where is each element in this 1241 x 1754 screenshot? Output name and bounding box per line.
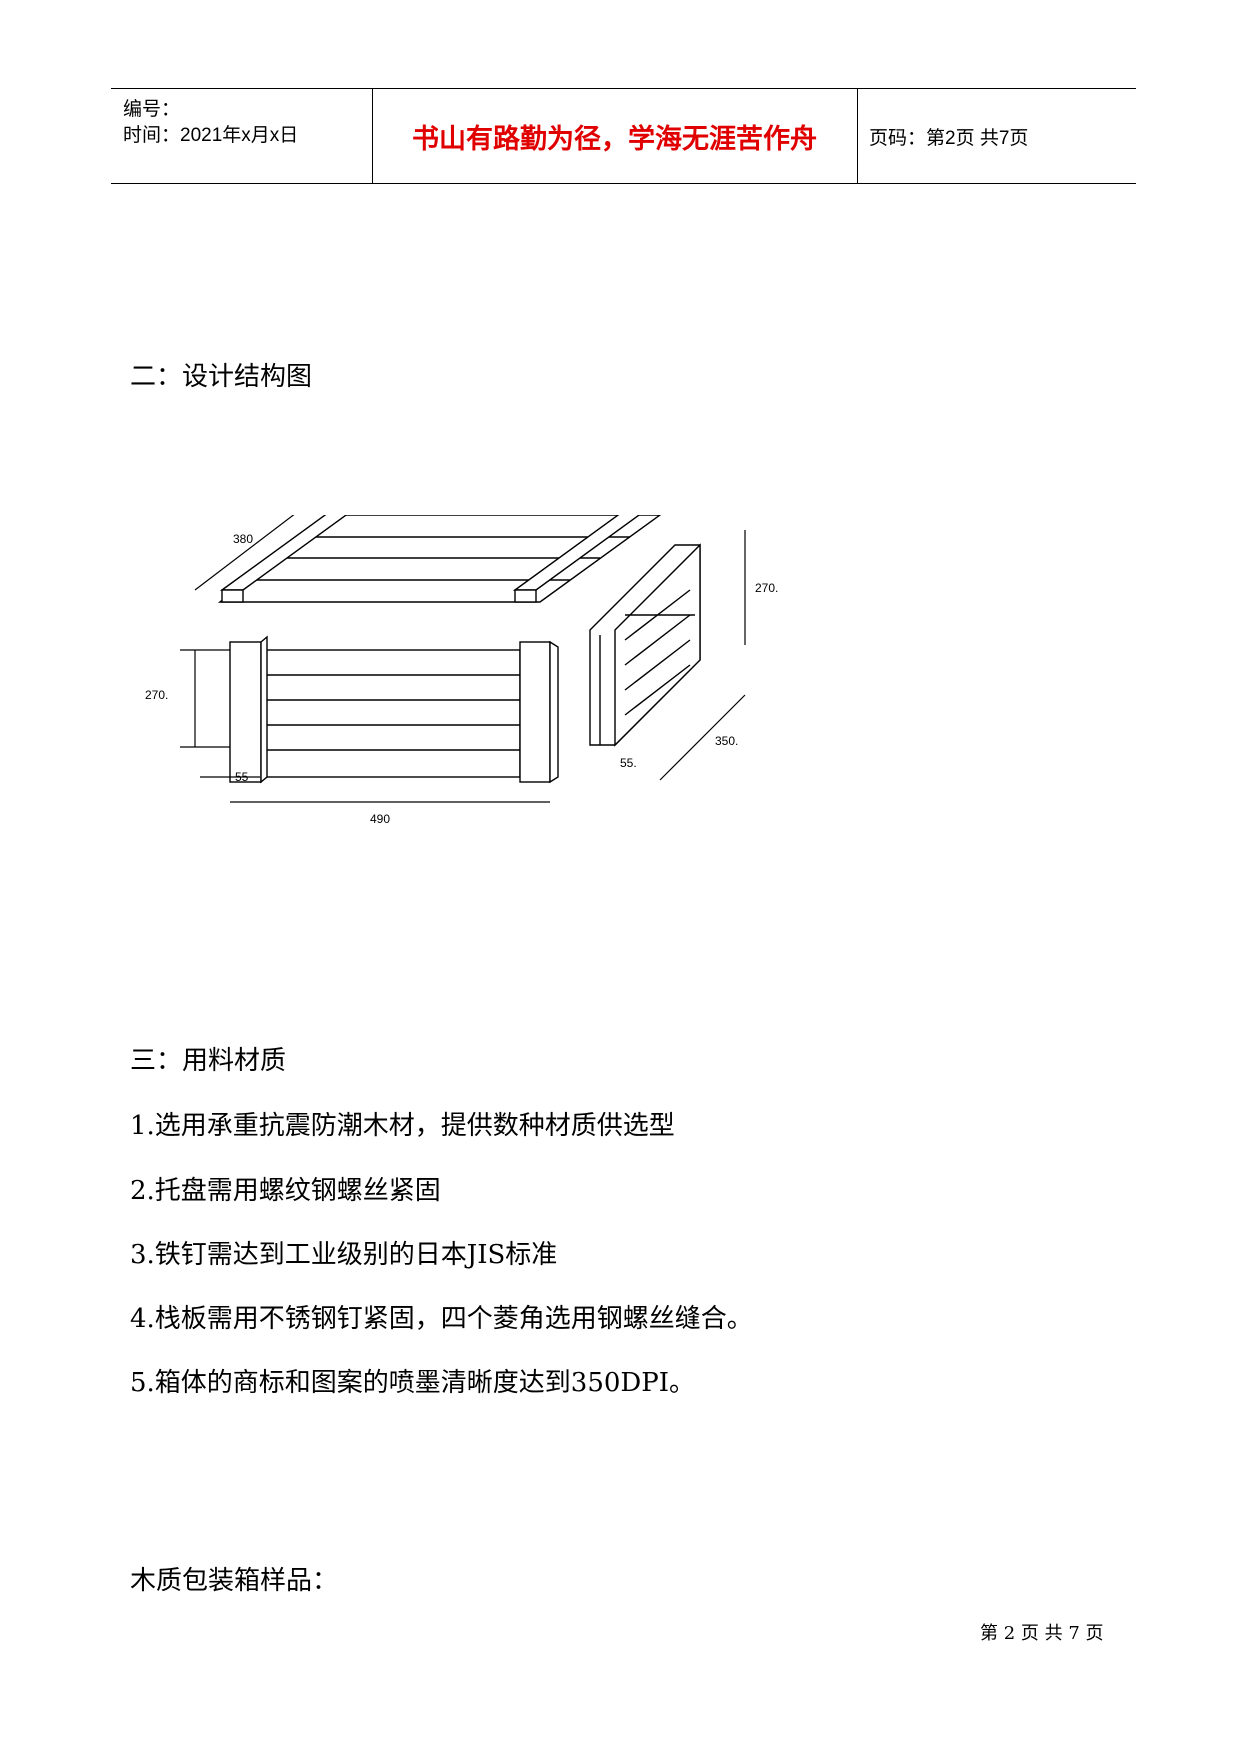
dimension-labels: 380 270. 490 55 270. 350. 55.: [145, 532, 778, 826]
front-panel-drawing: [229, 635, 559, 784]
dim-side-board: 55.: [620, 756, 637, 770]
dim-front-width: 490: [370, 812, 390, 826]
dim-front-height: 270.: [145, 688, 168, 702]
header-page-info: 页码：第2页 共7页: [869, 127, 1029, 149]
material-item: 2.托盘需用螺纹钢螺丝紧固: [130, 1176, 441, 1206]
side-panel-drawing: [589, 543, 701, 747]
dim-side-depth: 350.: [715, 734, 738, 748]
material-item: 1.选用承重抗震防潮木材，提供数种材质供选型: [130, 1111, 675, 1141]
section-title-design: 二：设计结构图: [130, 362, 313, 392]
material-item: 4.栈板需用不锈钢钉紧固，四个菱角选用钢螺丝缝合。: [130, 1304, 753, 1334]
document-header: 编号： 时间：2021年x月x日 书山有路勤为径，学海无涯苦作舟 页码：第2页 …: [111, 88, 1136, 184]
samples-title: 木质包装箱样品：: [130, 1566, 339, 1596]
dim-side-height: 270.: [755, 581, 778, 595]
lid-drawing: [217, 515, 662, 603]
dim-front-board: 55: [235, 770, 249, 784]
header-meta-cell: 编号： 时间：2021年x月x日: [111, 89, 373, 183]
time-label: 时间：2021年x月x日: [123, 125, 299, 146]
material-item: 5.箱体的商标和图案的喷墨清晰度达到350DPI。: [130, 1368, 696, 1398]
structure-diagram: 380 270. 490 55 270. 350. 55.: [145, 515, 778, 826]
page-footer: 第 2 页 共 7 页: [980, 1623, 1104, 1644]
section-title-materials: 三：用料材质: [130, 1046, 287, 1076]
header-motto: 书山有路勤为径，学海无涯苦作舟: [372, 89, 858, 183]
dim-top-length: 380: [233, 532, 253, 546]
material-item: 3.铁钉需达到工业级别的日本JIS标准: [130, 1240, 558, 1270]
number-label: 编号：: [123, 99, 181, 120]
